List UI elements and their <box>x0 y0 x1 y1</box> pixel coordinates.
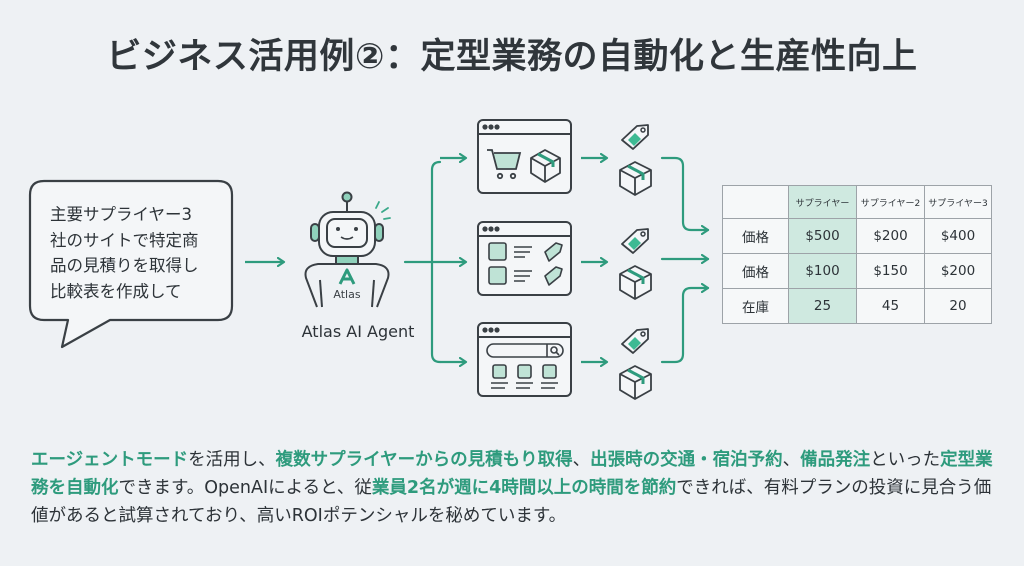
price-tag-icon <box>544 242 563 286</box>
highlight-text: 出張時の交通・宿泊予約 <box>590 450 783 470</box>
agent-label: Atlas AI Agent <box>301 322 415 341</box>
box-icon <box>619 365 652 400</box>
price-tag-icon <box>621 124 649 150</box>
highlight-text: 業員2名が週に4時間以上の時間を節約 <box>371 478 677 498</box>
table-cell: $500 <box>788 218 857 254</box>
table-row: 在庫 25 45 20 <box>722 288 992 324</box>
page-title: ビジネス活用例②：定型業務の自動化と生産性向上 <box>106 37 918 77</box>
box-icon <box>530 149 561 183</box>
body-text-segment: できれば、有料プランの投資に見合う価値があると試算されており、高いROIポテンシ… <box>31 478 992 526</box>
description-paragraph: エージェントモードを活用し、複数サプライヤーからの見積もり取得、出張時の交通・宿… <box>31 446 1001 530</box>
request-line: 品の見積りを取得し <box>50 256 199 275</box>
row-label: 価格 <box>722 253 789 289</box>
table-row: 価格 $500 $200 $400 <box>722 218 992 254</box>
table-row: 価格 $100 $150 $200 <box>722 253 992 289</box>
body-text-segment: できます。OpenAIによると、従 <box>118 478 372 498</box>
highlight-text: 定型業務を自動化 <box>31 450 993 498</box>
converge-connector <box>660 156 710 364</box>
product-grid-icon <box>491 364 558 389</box>
catalog-list-icon <box>488 242 532 285</box>
row-label: 価格 <box>722 218 789 254</box>
body-text-segment: 、 <box>572 450 591 470</box>
table-cell: 45 <box>856 288 925 324</box>
request-line: 比較表を作成して <box>50 281 182 301</box>
row-label: 在庫 <box>722 288 789 324</box>
request-line: 社のサイトで特定商 <box>50 230 199 250</box>
table-cell: $150 <box>856 253 925 289</box>
table-header-row: サプライヤー サプライヤー2 サプライヤー3 <box>722 185 992 219</box>
header-cell: サプライヤー2 <box>856 185 925 219</box>
table-cell: $400 <box>924 218 992 254</box>
box-icon <box>619 265 652 300</box>
robot-agent-icon <box>304 191 391 308</box>
table-cell: 25 <box>788 288 857 324</box>
body-text-segment: を活用し、 <box>188 450 276 470</box>
header-cell: サプライヤー <box>788 185 857 219</box>
cart-icon <box>487 149 522 180</box>
highlight-text: 複数サプライヤーからの見積もり取得 <box>275 450 573 470</box>
highlight-text: エージェントモード <box>31 450 189 470</box>
box-icon <box>619 161 652 196</box>
request-text: 主要サプライヤー3 社のサイトで特定商 品の見積りを取得し 比較表を作成して <box>50 202 230 304</box>
header-cell: サプライヤー3 <box>924 185 992 219</box>
table-cell: $100 <box>788 253 857 289</box>
header-cell <box>722 185 789 219</box>
table-cell: 20 <box>924 288 992 324</box>
body-text-segment: といった <box>870 450 941 470</box>
supplier-site-3-window <box>477 322 572 397</box>
atlas-logo-text: Atlas <box>333 288 360 301</box>
price-tag-icon <box>621 328 649 354</box>
table-cell: $200 <box>924 253 992 289</box>
request-speech-bubble <box>28 179 234 349</box>
price-tag-icon <box>621 228 649 254</box>
results-group <box>619 124 652 400</box>
search-bar-icon <box>486 343 564 358</box>
highlight-text: 備品発注 <box>800 450 871 470</box>
table-cell: $200 <box>856 218 925 254</box>
comparison-table: サプライヤー サプライヤー2 サプライヤー3 価格 $500 $200 $400… <box>722 185 992 324</box>
body-text-segment: 、 <box>782 450 801 470</box>
request-line: 主要サプライヤー3 <box>50 205 193 224</box>
